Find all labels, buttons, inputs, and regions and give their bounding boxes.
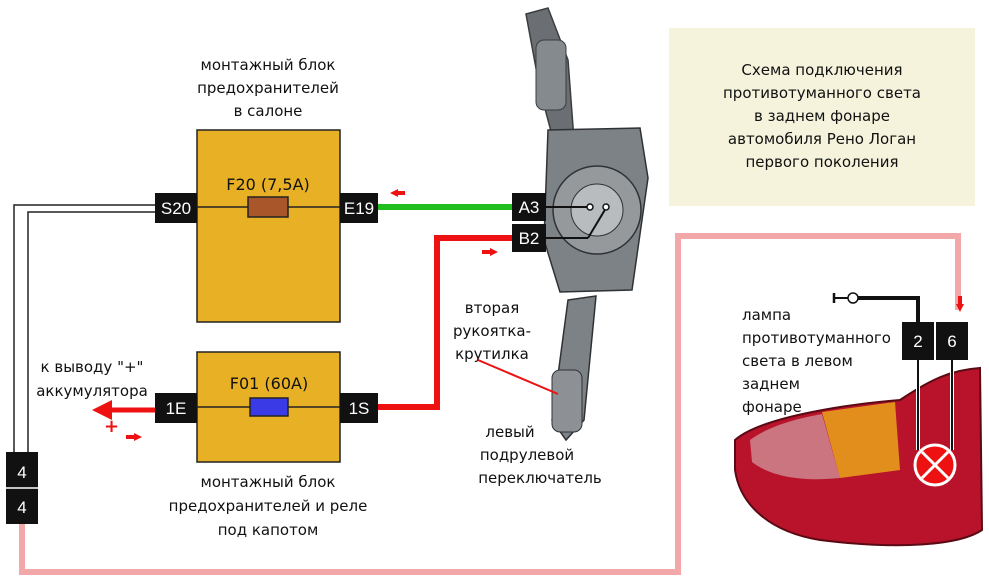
switch-caption-1: левый bbox=[485, 423, 534, 441]
tail-light-clear bbox=[750, 414, 840, 480]
wire-pink-return bbox=[19, 233, 961, 575]
wire-red bbox=[377, 235, 512, 410]
lamp-caption-1: лампа bbox=[742, 306, 791, 324]
hood-caption-2: предохранителей и реле bbox=[169, 497, 368, 515]
cabin-fuse-block bbox=[196, 129, 341, 323]
switch-node-b bbox=[602, 203, 610, 211]
connector-pin-top: 4 bbox=[17, 463, 26, 482]
lamp-pin-2-label: 2 bbox=[913, 332, 922, 351]
switch-caption-3: переключатель bbox=[478, 469, 602, 487]
lamp-caption-4: заднем bbox=[742, 375, 800, 393]
cabin-caption-2: предохранителей bbox=[197, 79, 339, 97]
fuse-f20 bbox=[247, 196, 289, 218]
switch-caption-2: подрулевой bbox=[480, 446, 574, 464]
lamp-pin-6 bbox=[936, 322, 968, 360]
terminal-1e bbox=[155, 393, 197, 423]
hood-caption-1: монтажный блок bbox=[201, 473, 336, 491]
battery-label-2: аккумулятора bbox=[36, 382, 148, 400]
switch-node-a bbox=[586, 203, 594, 211]
terminal-b2 bbox=[512, 224, 546, 252]
terminal-s20-label: S20 bbox=[161, 199, 191, 218]
arrow-down-icon bbox=[956, 296, 964, 312]
terminal-a3-label: A3 bbox=[519, 198, 540, 217]
fuse-f01-label: F01 (60A) bbox=[230, 374, 308, 393]
terminal-1s bbox=[340, 393, 378, 423]
terminal-e19-label: E19 bbox=[344, 199, 374, 218]
wire-s20-inner bbox=[27, 211, 155, 452]
title-line-4: автомобиля Рено Логан bbox=[728, 130, 916, 148]
wire-s20-outer bbox=[13, 204, 155, 452]
cabin-caption-3: в салоне bbox=[234, 102, 303, 120]
terminal-s20 bbox=[155, 193, 197, 223]
lamp-caption-2: противотуманного bbox=[742, 329, 891, 347]
terminal-b2-label: B2 bbox=[519, 229, 540, 248]
terminal-1e-label: 1E bbox=[166, 399, 187, 418]
knob-label-2: рукоятка- bbox=[453, 322, 531, 340]
knob-label-1: вторая bbox=[465, 299, 520, 317]
switch-lever bbox=[587, 207, 607, 239]
cabin-caption-1: монтажный блок bbox=[201, 56, 336, 74]
knob-pointer bbox=[477, 359, 559, 395]
fuse-f20-label: F20 (7,5A) bbox=[226, 175, 310, 194]
connector-pin-bottom: 4 bbox=[17, 498, 26, 517]
lamp-pin-2 bbox=[902, 322, 934, 360]
lamp-caption-5: фонаре bbox=[742, 398, 802, 416]
title-line-2: противотуманного света bbox=[723, 84, 921, 102]
terminal-1s-label: 1S bbox=[349, 399, 370, 418]
arrow-right-icon bbox=[482, 248, 498, 256]
lamp-pin-6-label: 6 bbox=[947, 332, 956, 351]
arrow-right-small-icon bbox=[126, 433, 142, 441]
title-box bbox=[669, 28, 975, 206]
terminal-e19 bbox=[340, 193, 378, 223]
title-line-1: Схема подключения bbox=[741, 61, 902, 79]
tail-light-amber bbox=[822, 402, 900, 478]
title-line-5: первого поколения bbox=[745, 153, 898, 171]
battery-label-1: к выводу "+" bbox=[41, 358, 144, 376]
arrow-left-icon bbox=[390, 189, 405, 197]
ground-node bbox=[847, 292, 859, 304]
battery-arrow-icon bbox=[92, 400, 112, 420]
terminal-a3 bbox=[512, 193, 546, 221]
lamp-ground-wire bbox=[858, 296, 920, 322]
plus-sign: + bbox=[104, 416, 119, 437]
column-switch-body bbox=[525, 7, 649, 442]
lamp-caption-3: света в левом bbox=[742, 352, 853, 370]
hood-caption-3: под капотом bbox=[218, 521, 319, 539]
fog-lamp-cross-2 bbox=[920, 450, 950, 480]
knob-label-3: крутилка bbox=[455, 345, 529, 363]
title-line-3: в заднем фонаре bbox=[754, 107, 890, 125]
fuse-f01 bbox=[249, 397, 289, 417]
